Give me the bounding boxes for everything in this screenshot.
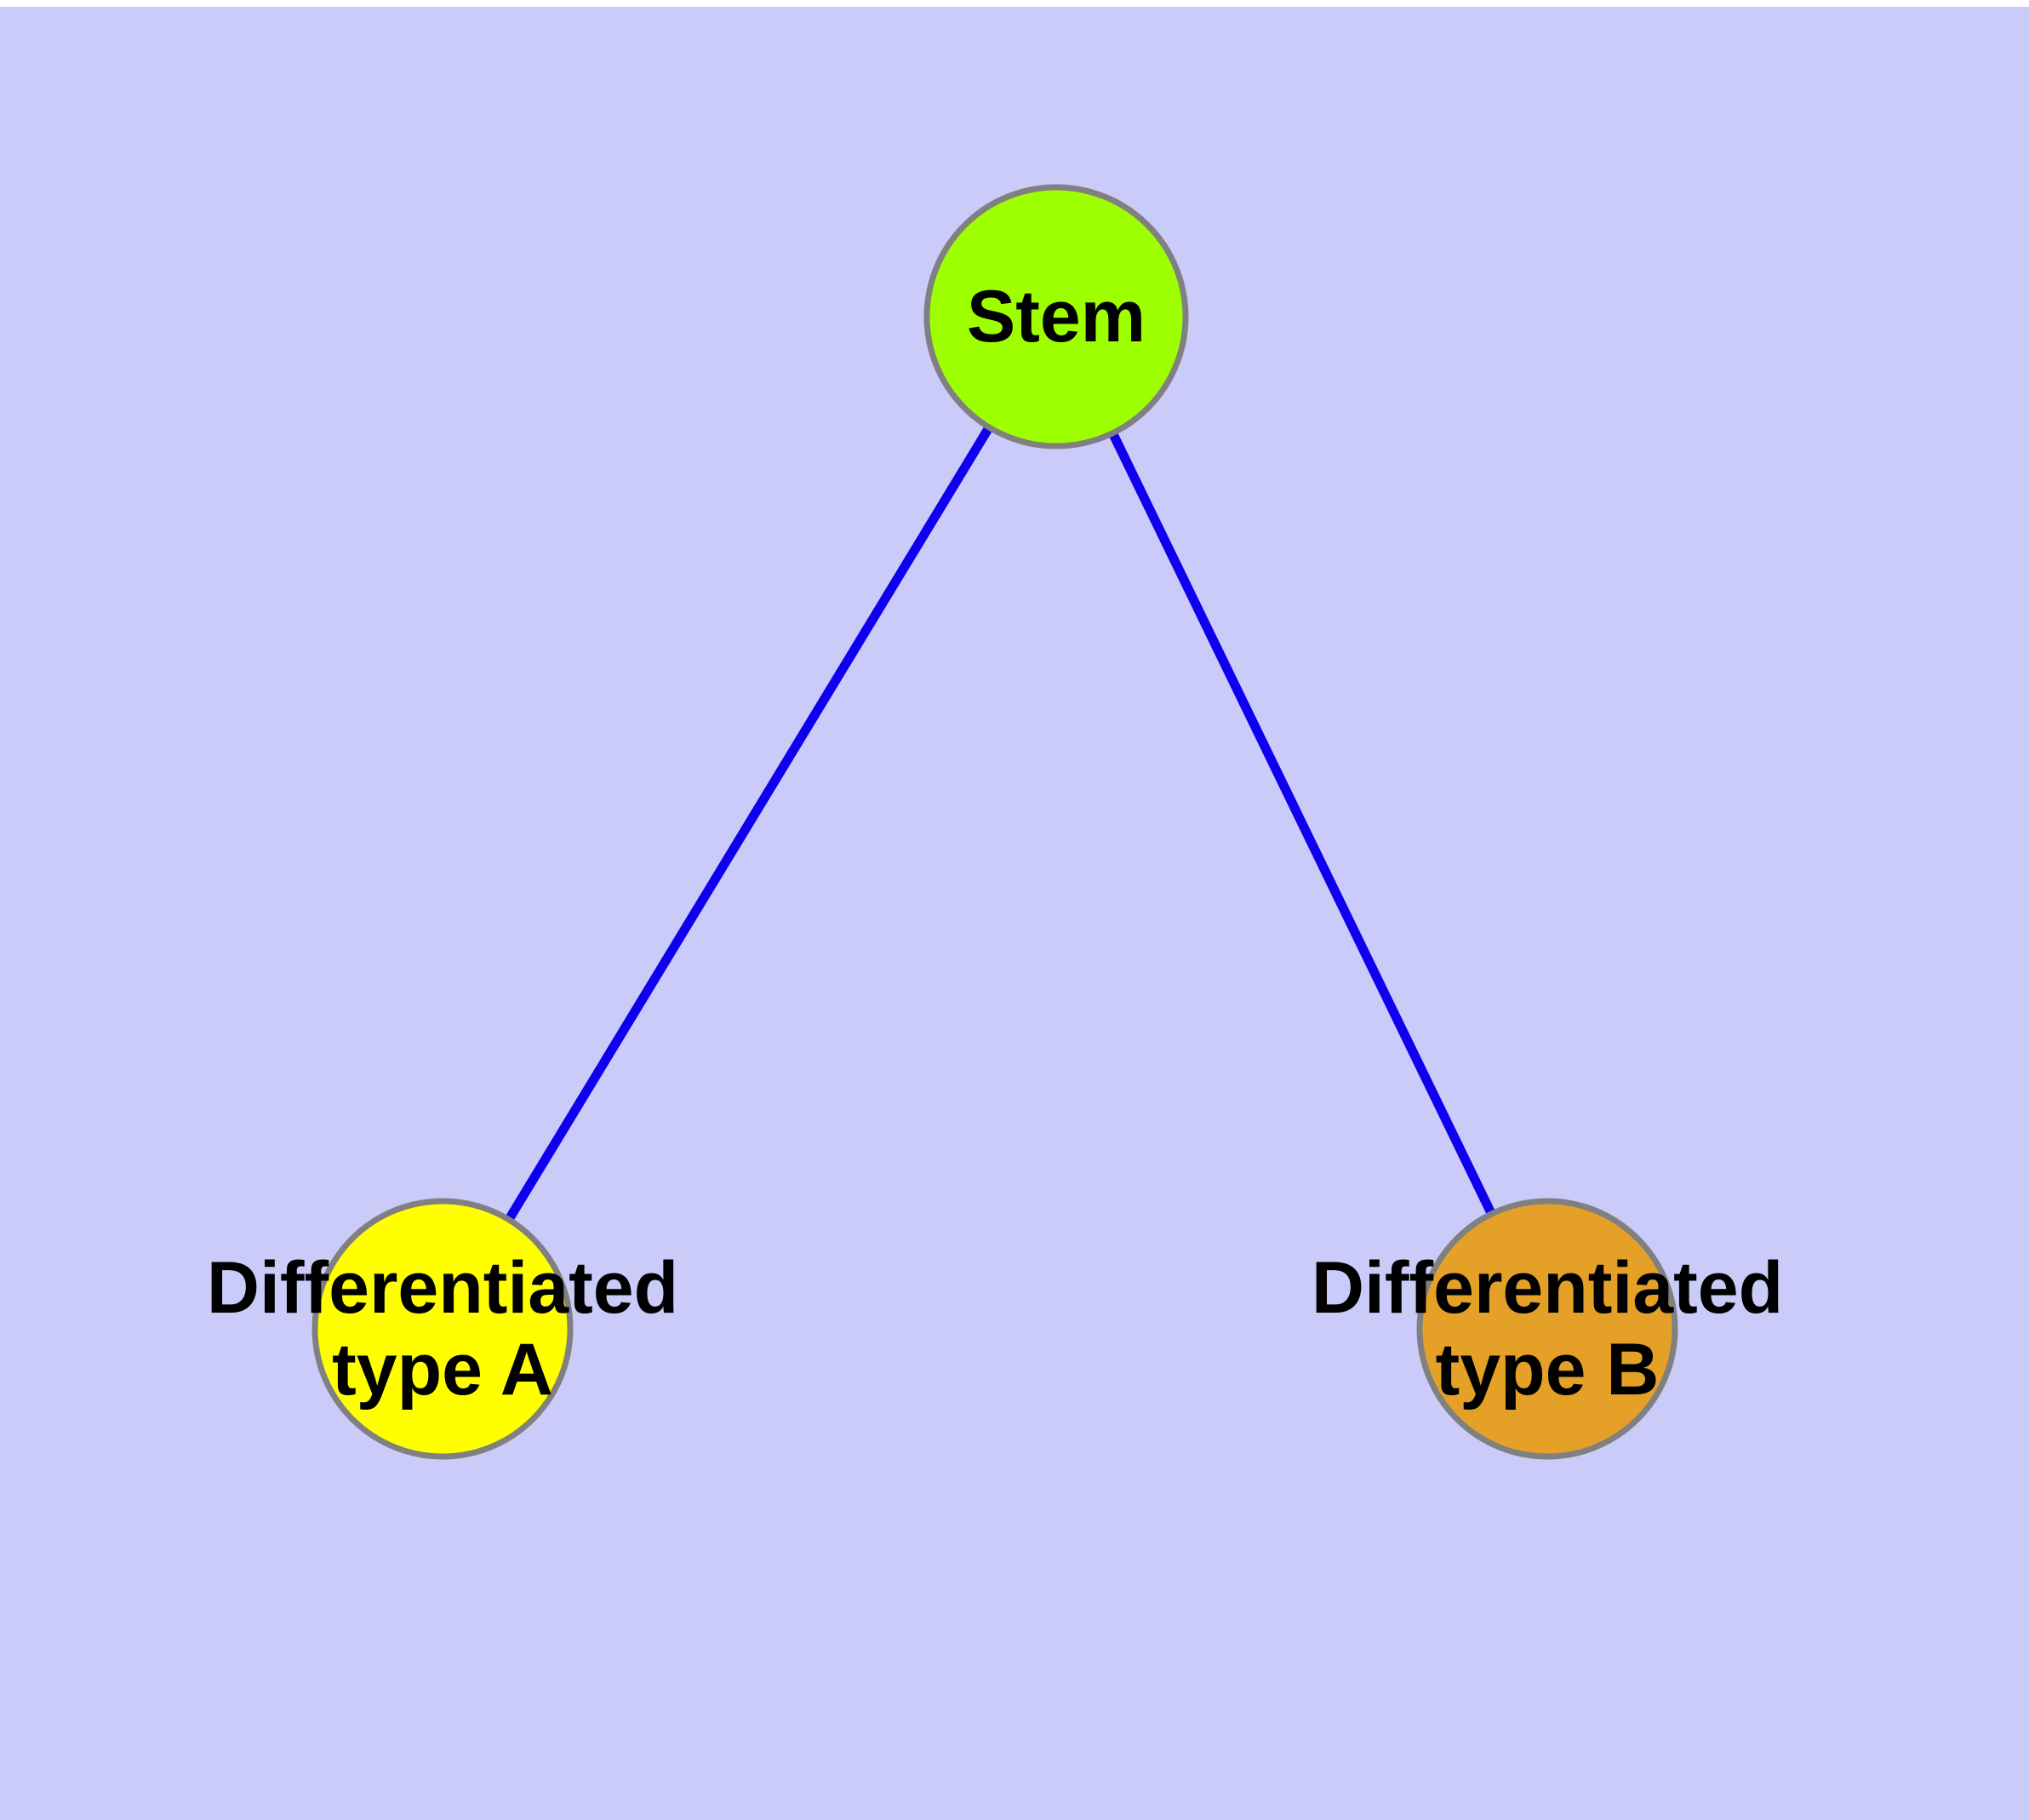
node-differentiated-type-a[interactable] [311,1198,574,1460]
node-label-line: type B [1436,1329,1660,1411]
node-differentiated-type-a-circle[interactable] [311,1198,574,1460]
node-stem-label: Stem [967,276,1146,358]
node-label-line: Differentiated [1312,1247,1783,1329]
node-differentiated-type-b-circle[interactable] [1416,1198,1678,1460]
node-stem-circle[interactable] [923,184,1189,449]
node-label-line: Differentiated [207,1247,678,1329]
node-label-line: Stem [967,276,1146,358]
node-label-line: type A [332,1329,553,1411]
edge-stem-to-differentiated-type-a[interactable] [504,423,994,1224]
node-differentiated-type-b[interactable] [1416,1198,1678,1460]
edges-layer [504,423,1497,1224]
nodes-layer [311,184,1678,1460]
node-stem[interactable] [923,184,1189,449]
edge-stem-to-differentiated-type-b[interactable] [1107,429,1497,1218]
